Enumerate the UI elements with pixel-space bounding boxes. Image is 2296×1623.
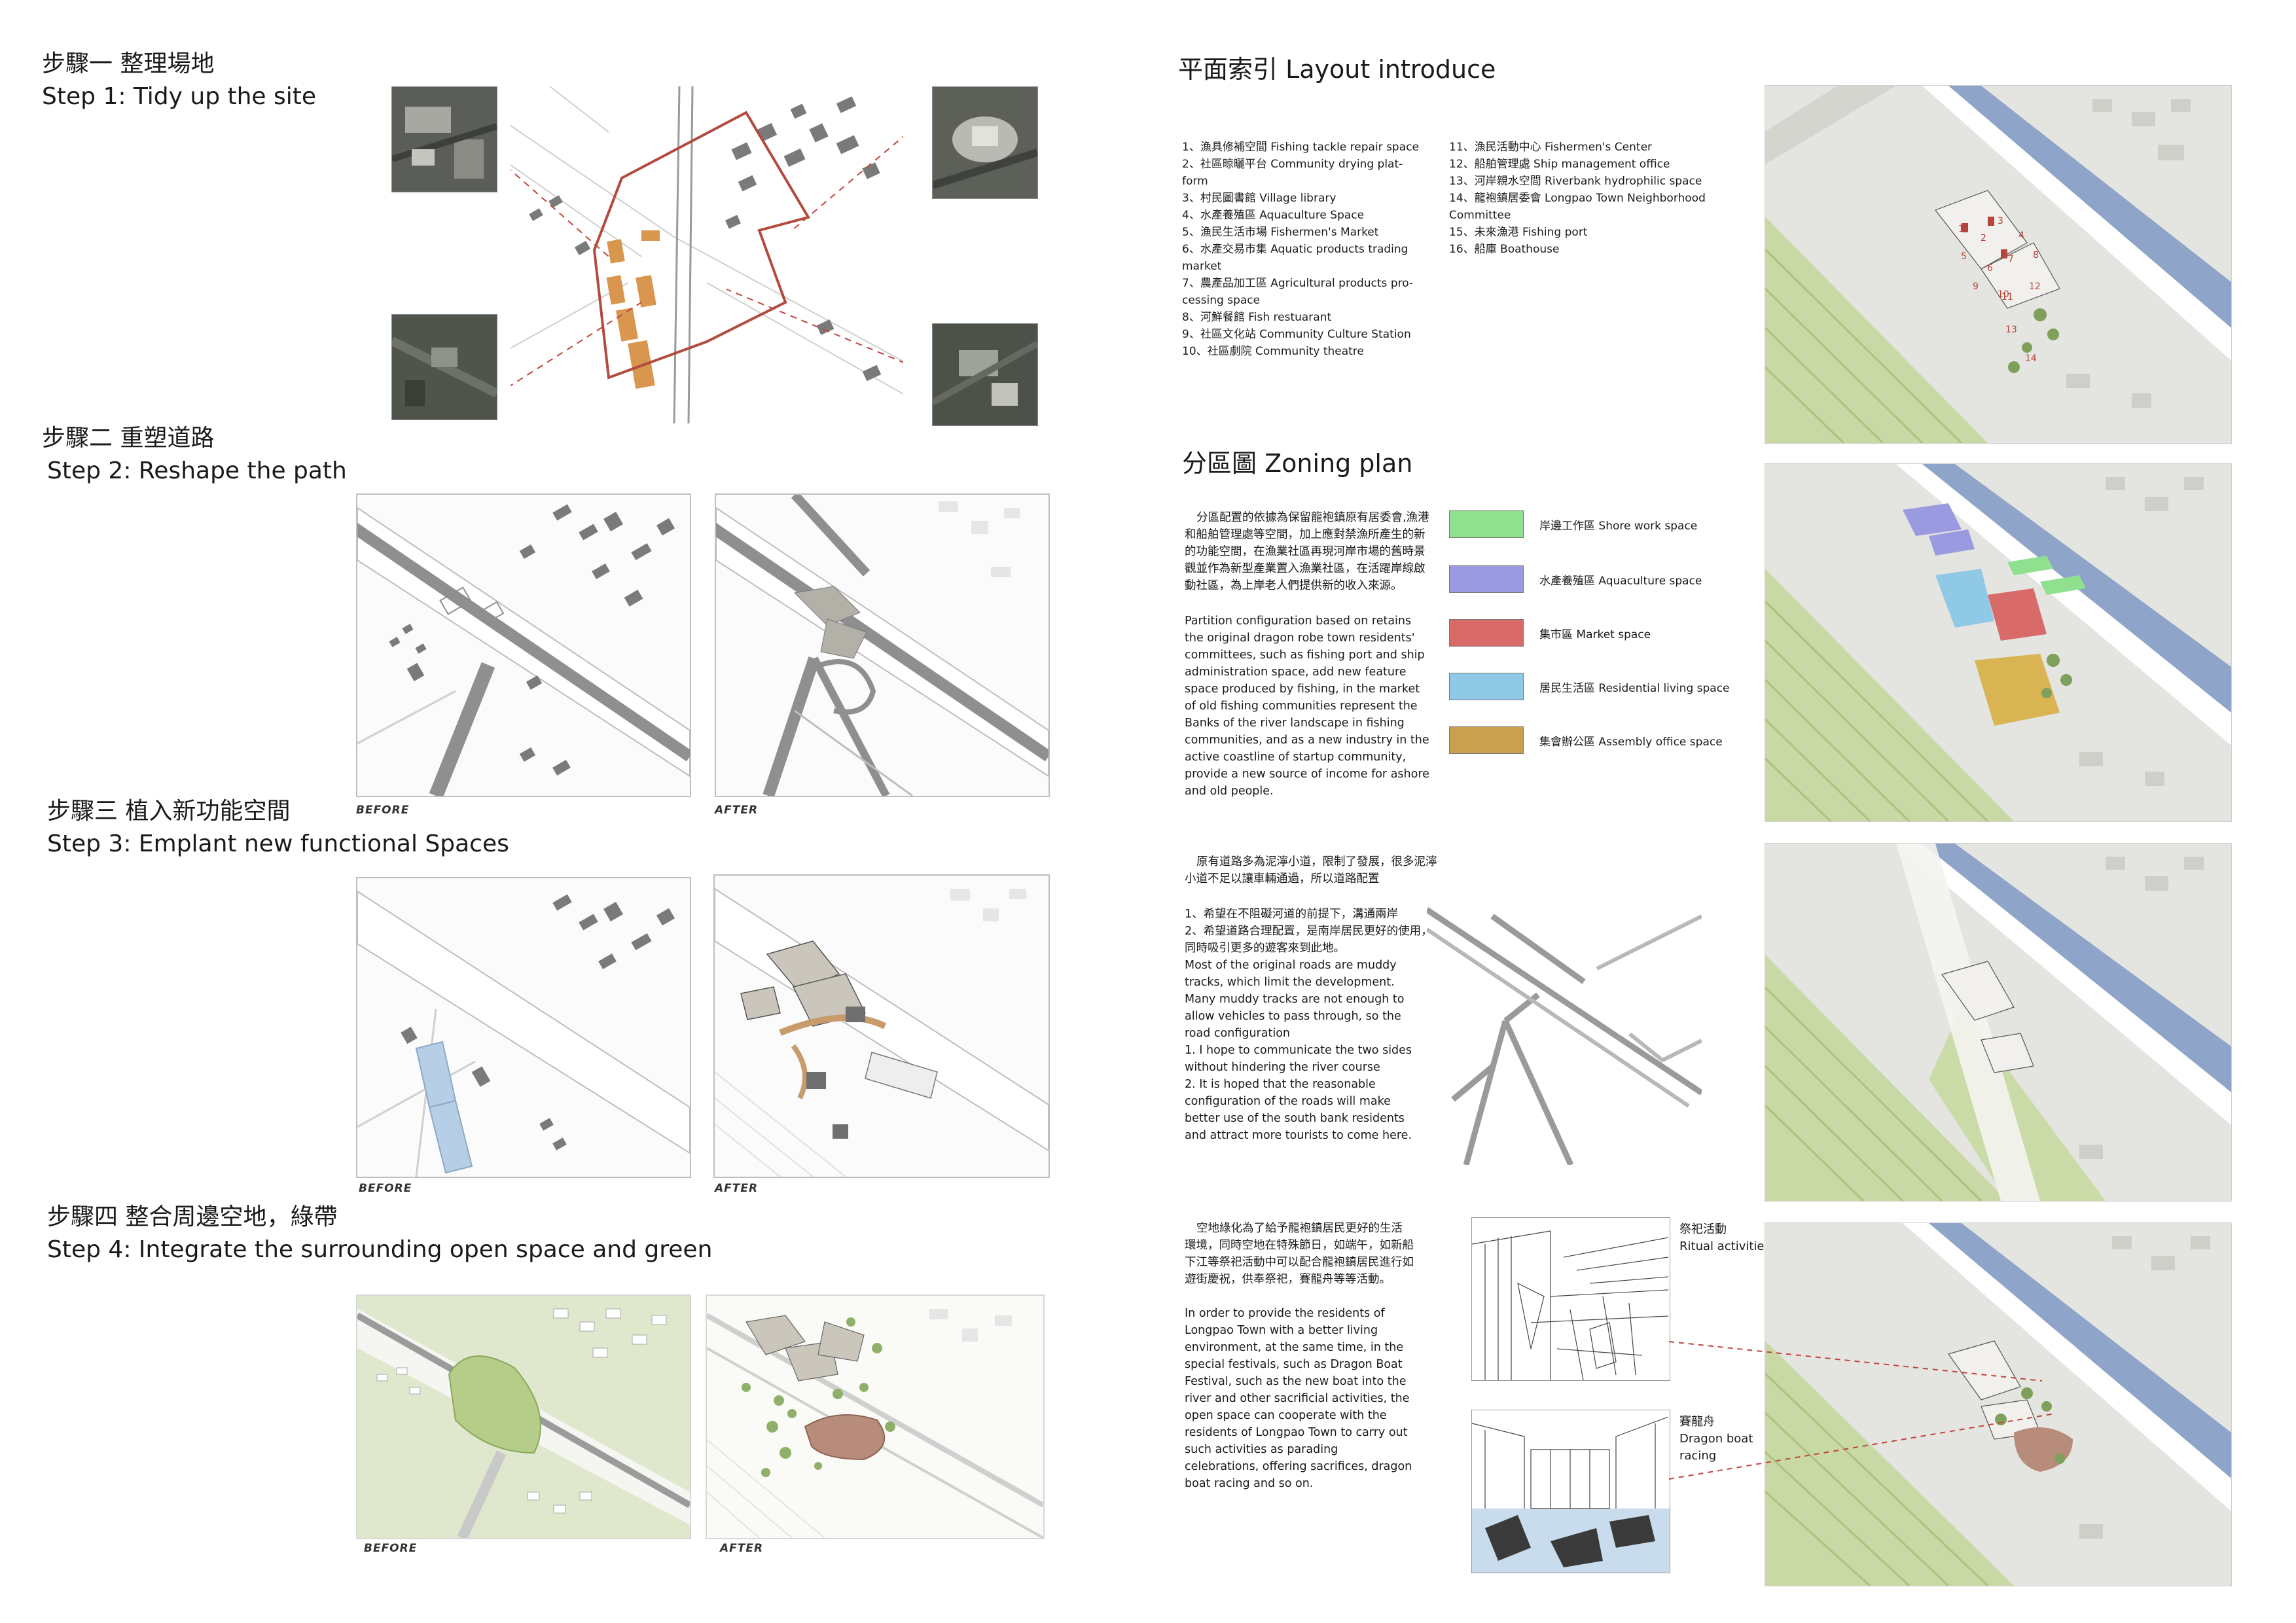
layout-intro-title: 平面索引 Layout introduce xyxy=(1178,55,1496,84)
step4-after-caption: AFTER xyxy=(720,1542,764,1555)
step4-after-map xyxy=(706,1294,1045,1539)
dragon-boat-caption-en2: racing xyxy=(1679,1449,1717,1463)
roads-text-zh: 原有道路多為泥濘小道，限制了發展，很多泥濘小道不足以讓車輛通過，所以道路配置 xyxy=(1185,855,1437,885)
ritual-sketch xyxy=(1471,1217,1670,1381)
index-line: 11、漁民活動中心 Fishermen's Center xyxy=(1449,141,1653,154)
step4-before-map xyxy=(356,1294,691,1539)
ritual-caption-zh: 祭祀活動 xyxy=(1679,1222,1727,1236)
index-line: 13、河岸親水空間 Riverbank hydrophilic space xyxy=(1449,175,1702,188)
layout-index-col1: 1、漁具修補空間 Fishing tackle repair space 2、社… xyxy=(1182,139,1419,360)
step1-site-map xyxy=(497,86,917,424)
legend-swatch xyxy=(1449,619,1524,647)
index-line: 2、社區晾曬平台 Community drying plat- xyxy=(1182,158,1403,171)
legend-market: 集市區 Market space xyxy=(1449,619,1651,647)
openspace-map xyxy=(1765,1222,2232,1586)
step2-before-map xyxy=(356,493,691,797)
index-line: 10、社區劇院 Community theatre xyxy=(1182,345,1364,358)
step4-before-caption: BEFORE xyxy=(364,1542,418,1555)
legend-label: 水產養殖區 Aquaculture space xyxy=(1539,574,1702,588)
aerial-photo-3 xyxy=(932,86,1038,199)
step2-before-caption: BEFORE xyxy=(356,804,410,817)
step1-title-zh: 步驟一 整理場地 xyxy=(42,50,215,77)
dragon-boat-sketch xyxy=(1471,1410,1670,1573)
legend-shore-work: 岸邊工作區 Shore work space xyxy=(1449,510,1697,538)
zoning-text-en: Partition configuration based on retains… xyxy=(1185,615,1429,798)
index-line: Committee xyxy=(1449,209,1511,222)
step3-before-caption: BEFORE xyxy=(359,1182,412,1195)
legend-swatch xyxy=(1449,510,1524,538)
index-line: 14、龍袍鎮居委會 Longpao Town Neighborhood xyxy=(1449,192,1706,205)
index-line: 7、農產品加工區 Agricultural products pro- xyxy=(1182,277,1414,290)
legend-label: 集會辦公區 Assembly office space xyxy=(1539,735,1723,749)
roads-map xyxy=(1765,843,2232,1202)
index-line: 12、船舶管理處 Ship management office xyxy=(1449,158,1670,171)
layout-index-col2: 11、漁民活動中心 Fishermen's Center 12、船舶管理處 Sh… xyxy=(1449,139,1706,258)
index-line: 1、漁具修補空間 Fishing tackle repair space xyxy=(1182,141,1419,154)
dragon-boat-caption-zh: 賽龍舟 xyxy=(1679,1415,1715,1429)
legend-label: 岸邊工作區 Shore work space xyxy=(1539,519,1698,533)
ritual-caption-en: Ritual activities xyxy=(1679,1240,1770,1253)
index-line: cessing space xyxy=(1182,294,1261,307)
openspace-text-en: In order to provide the residents of Lon… xyxy=(1185,1307,1412,1490)
step3-before-map xyxy=(356,877,691,1178)
legend-label: 居民生活區 Residential living space xyxy=(1539,681,1730,695)
legend-residential: 居民生活區 Residential living space xyxy=(1449,673,1730,700)
roads-text-en: Most of the original roads are muddy tra… xyxy=(1185,959,1405,1040)
road-network-diagram xyxy=(1427,903,1702,1165)
aerial-photo-4 xyxy=(932,323,1038,426)
index-line: 15、未來漁港 Fishing port xyxy=(1449,226,1588,239)
step3-after-caption: AFTER xyxy=(715,1182,759,1195)
aerial-photo-1 xyxy=(391,86,497,192)
index-line: 8、河鮮餐館 Fish restuarant xyxy=(1182,311,1332,324)
legend-label: 集市區 Market space xyxy=(1539,628,1651,641)
step2-after-caption: AFTER xyxy=(715,804,759,817)
index-line: 16、船庫 Boathouse xyxy=(1449,243,1560,256)
index-line: market xyxy=(1182,260,1222,273)
layout-index-map xyxy=(1765,85,2232,444)
index-line: 9、社區文化站 Community Culture Station xyxy=(1182,328,1411,341)
step3-title-en: Step 3: Emplant new functional Spaces xyxy=(47,830,509,857)
dragon-boat-caption: 賽龍舟 Dragon boat racing xyxy=(1679,1414,1753,1465)
step2-after-map xyxy=(715,493,1050,797)
legend-swatch xyxy=(1449,726,1524,754)
roads-item2-zh: 2、希望道路合理配置，是南岸居民更好的使用，同時吸引更多的遊客來到此地。 xyxy=(1185,925,1433,955)
step4-title-zh: 步驟四 整合周邊空地，綠帶 xyxy=(47,1204,338,1230)
step1-title-en: Step 1: Tidy up the site xyxy=(42,83,317,110)
step3-after-map xyxy=(713,874,1050,1178)
index-line: 3、村民圖書館 Village library xyxy=(1182,192,1336,205)
roads-item1-en: 1. I hope to communicate the two sides w… xyxy=(1185,1044,1412,1074)
legend-aquaculture: 水產養殖區 Aquaculture space xyxy=(1449,565,1702,593)
openspace-text-zh: 空地綠化為了給予龍袍鎮居民更好的生活環境，同時空地在特殊節日，如端午，如新船下江… xyxy=(1185,1222,1414,1286)
step2-title-zh: 步驟二 重塑道路 xyxy=(42,425,215,452)
index-line: 6、水產交易市集 Aquatic products trading xyxy=(1182,243,1408,256)
index-line: 4、水產養殖區 Aquaculture Space xyxy=(1182,209,1365,222)
legend-swatch xyxy=(1449,565,1524,593)
index-line: form xyxy=(1182,175,1208,188)
zoning-title: 分區圖 Zoning plan xyxy=(1182,449,1413,478)
step4-title-en: Step 4: Integrate the surrounding open s… xyxy=(47,1236,713,1263)
step3-title-zh: 步驟三 植入新功能空間 xyxy=(47,798,291,825)
ritual-caption: 祭祀活動 Ritual activities xyxy=(1679,1221,1770,1255)
legend-assembly: 集會辦公區 Assembly office space xyxy=(1449,726,1723,754)
aerial-photo-2 xyxy=(391,314,497,420)
step2-title-en: Step 2: Reshape the path xyxy=(47,457,347,484)
roads-item2-en: 2. It is hoped that the reasonable confi… xyxy=(1185,1078,1412,1142)
zoning-text-zh: 分區配置的依據為保留龍袍鎮原有居委會,漁港和船舶管理處等空間，加上應對禁漁所產生… xyxy=(1185,511,1429,592)
zoning-map xyxy=(1765,463,2232,822)
legend-swatch xyxy=(1449,673,1524,700)
index-line: 5、漁民生活市場 Fishermen's Market xyxy=(1182,226,1379,239)
roads-item1-zh: 1、希望在不阻礙河道的前提下，溝通兩岸 xyxy=(1185,908,1399,921)
dragon-boat-caption-en: Dragon boat xyxy=(1679,1432,1753,1446)
